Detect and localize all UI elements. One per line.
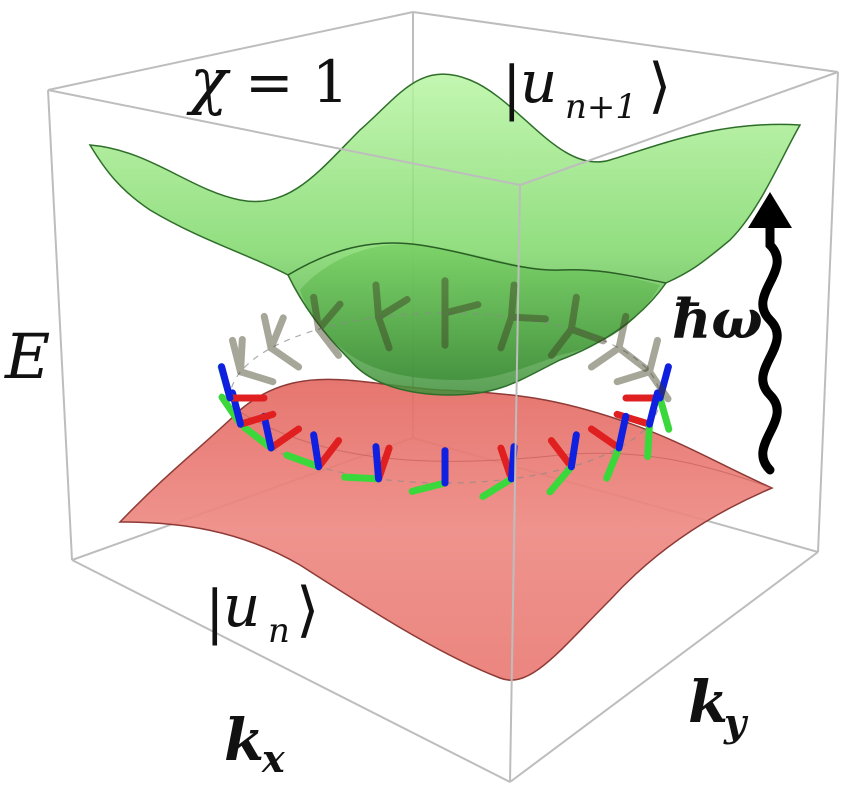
box-front-frame <box>47 71 839 783</box>
svg-text:⟩: ⟩ <box>648 51 671 121</box>
triad-axis <box>645 336 661 376</box>
triad-axis <box>507 313 549 323</box>
triad-axis <box>615 344 649 372</box>
triad <box>587 412 630 482</box>
triad-axis <box>479 475 515 500</box>
triad-axis <box>613 368 653 386</box>
triad-axis <box>375 313 393 352</box>
triad-axis <box>310 293 323 333</box>
triad <box>372 281 411 352</box>
triad-axis <box>237 410 277 428</box>
triad-axis <box>229 336 245 376</box>
triad-axis <box>587 344 623 371</box>
svg-text:k: k <box>688 668 728 736</box>
triad-axis <box>567 293 580 333</box>
svg-text:y: y <box>723 700 749 745</box>
triad <box>217 363 268 402</box>
triad-axis <box>567 325 607 345</box>
triad-axis <box>283 451 323 471</box>
triad-axis <box>546 463 575 496</box>
triad-axis <box>547 437 575 471</box>
triad-axis <box>372 281 383 321</box>
upper-band-rim <box>287 242 667 284</box>
lower-state-label: | u n ⟩ <box>205 572 319 651</box>
triad-axis <box>567 431 580 471</box>
triad-axis <box>507 443 518 483</box>
svg-text:|: | <box>502 54 522 122</box>
triad-axis <box>645 368 672 403</box>
energy-axis-label: E <box>4 320 50 393</box>
svg-text:n: n <box>268 611 290 651</box>
frame-triads <box>217 277 673 500</box>
photon-energy-label: ħω <box>672 287 763 351</box>
triad <box>241 412 303 452</box>
svg-text:= 1: = 1 <box>245 48 349 116</box>
triad-axis <box>267 425 303 452</box>
triad <box>408 447 449 495</box>
triad <box>587 312 649 372</box>
triad-axis <box>260 312 275 352</box>
triad-axis <box>497 313 515 352</box>
upper-state-label: | u n+1 ⟩ <box>502 48 671 127</box>
triad <box>479 443 518 500</box>
kx-axis-label: k x <box>224 706 286 781</box>
triad-axis <box>615 412 630 452</box>
triad-axis <box>218 363 234 402</box>
triad <box>547 293 607 359</box>
upper-band-surface <box>88 73 802 396</box>
triad-axis <box>408 479 449 495</box>
triad-axis <box>315 437 343 471</box>
arrow-head-icon <box>748 192 792 228</box>
photon-arrow <box>748 192 792 475</box>
triad-axis <box>315 300 344 333</box>
triad-axis <box>267 314 287 352</box>
triad <box>310 293 344 359</box>
triad <box>441 277 482 349</box>
chern-label: χ = 1 <box>186 44 349 117</box>
triad-axis <box>441 301 482 317</box>
triad-axis <box>547 325 575 359</box>
triad-axis <box>603 444 623 482</box>
triad-axis <box>310 431 323 471</box>
svg-text:|: | <box>205 578 225 646</box>
svg-text:k: k <box>224 706 264 774</box>
triad <box>229 335 277 386</box>
svg-text:n+1: n+1 <box>565 87 637 127</box>
svg-text:x: x <box>261 736 286 781</box>
triad-axis <box>241 424 275 452</box>
triad-axis <box>644 420 653 461</box>
svg-text:⟩: ⟩ <box>296 575 319 645</box>
svg-text:χ: χ <box>186 44 231 117</box>
triad-axis <box>656 394 673 433</box>
ky-axis-label: k y <box>688 668 749 745</box>
triad-axis <box>645 389 661 428</box>
svg-text:u: u <box>223 572 260 640</box>
triad-axis <box>237 368 277 386</box>
triad-axis <box>656 363 672 402</box>
svg-text:u: u <box>520 48 557 116</box>
triad-axis <box>615 312 630 352</box>
triad-axis <box>587 425 623 452</box>
triad-axis <box>341 473 383 483</box>
triad <box>341 443 393 483</box>
triad <box>260 312 303 371</box>
triad <box>283 431 343 471</box>
triad-axis <box>507 281 518 321</box>
triad-axis <box>315 325 343 359</box>
triad <box>613 336 672 403</box>
triad-axis <box>237 335 246 376</box>
triad-axis <box>260 412 275 452</box>
triad-axis <box>372 443 383 483</box>
triad <box>546 431 580 496</box>
triad-axis <box>375 296 411 321</box>
triad-axis <box>267 344 303 371</box>
